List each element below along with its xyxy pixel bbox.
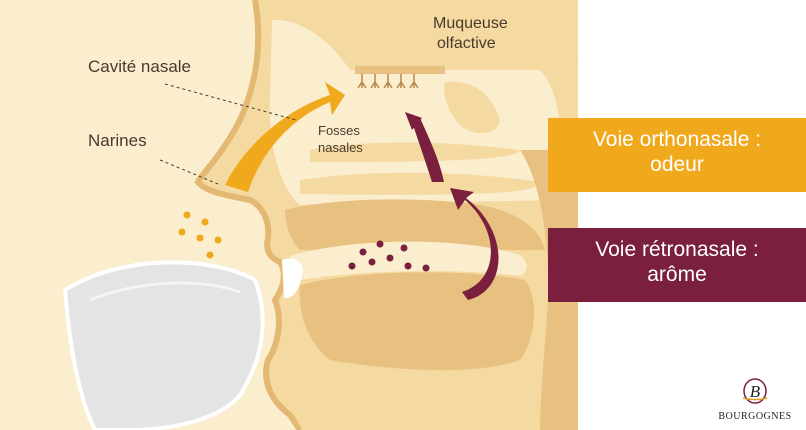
retronasal-subtitle: arôme: [548, 262, 806, 287]
tongue: [300, 272, 534, 370]
monogram-letter: B: [750, 382, 761, 401]
label-muqueuse-olfactive: Muqueuse olfactive: [433, 14, 508, 54]
retronasal-box: Voie rétronasale : arôme: [548, 228, 806, 302]
label-muqueuse-line2: olfactive: [433, 34, 508, 54]
orthonasal-title: Voie orthonasale :: [548, 127, 806, 152]
label-cavite-nasale: Cavité nasale: [88, 57, 191, 77]
label-narines: Narines: [88, 131, 147, 151]
orthonasal-box: Voie orthonasale : odeur: [548, 118, 806, 192]
orthonasal-subtitle: odeur: [548, 152, 806, 177]
bourgognes-monogram-icon: B: [735, 376, 775, 406]
label-fosses-line1: Fosses: [318, 122, 363, 139]
label-fosses-line2: nasales: [318, 139, 363, 156]
retronasal-title: Voie rétronasale :: [548, 237, 806, 262]
label-fosses-nasales: Fosses nasales: [318, 122, 363, 156]
bourgognes-logo: B BOURGOGNES: [704, 376, 806, 430]
brand-name: BOURGOGNES: [704, 411, 806, 422]
label-muqueuse-line1: Muqueuse: [433, 14, 508, 34]
olfactory-mucosa: [355, 66, 445, 74]
